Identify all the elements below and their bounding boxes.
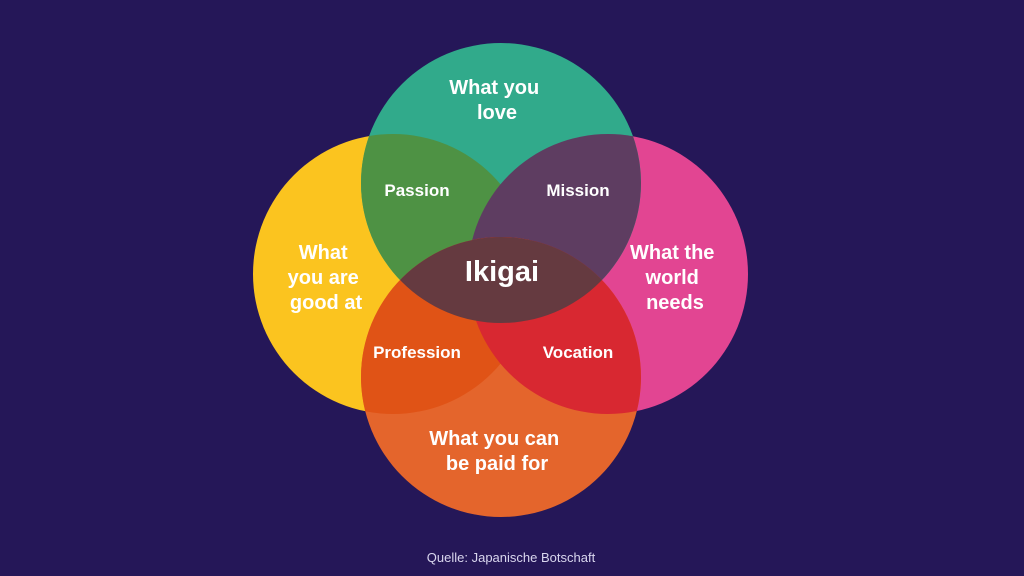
label-good-at: What you are good at [288,242,365,314]
label-paid-for: What you can be paid for [429,428,565,475]
label-vocation: Vocation [543,343,614,362]
label-profession: Profession [373,343,461,362]
label-world-needs: What the world needs [630,242,720,314]
label-mission: Mission [546,181,609,200]
label-love: What you love [449,77,545,124]
source-caption: Quelle: Japanische Botschaft [427,550,596,565]
label-passion: Passion [384,181,449,200]
label-ikigai: Ikigai [465,256,539,288]
